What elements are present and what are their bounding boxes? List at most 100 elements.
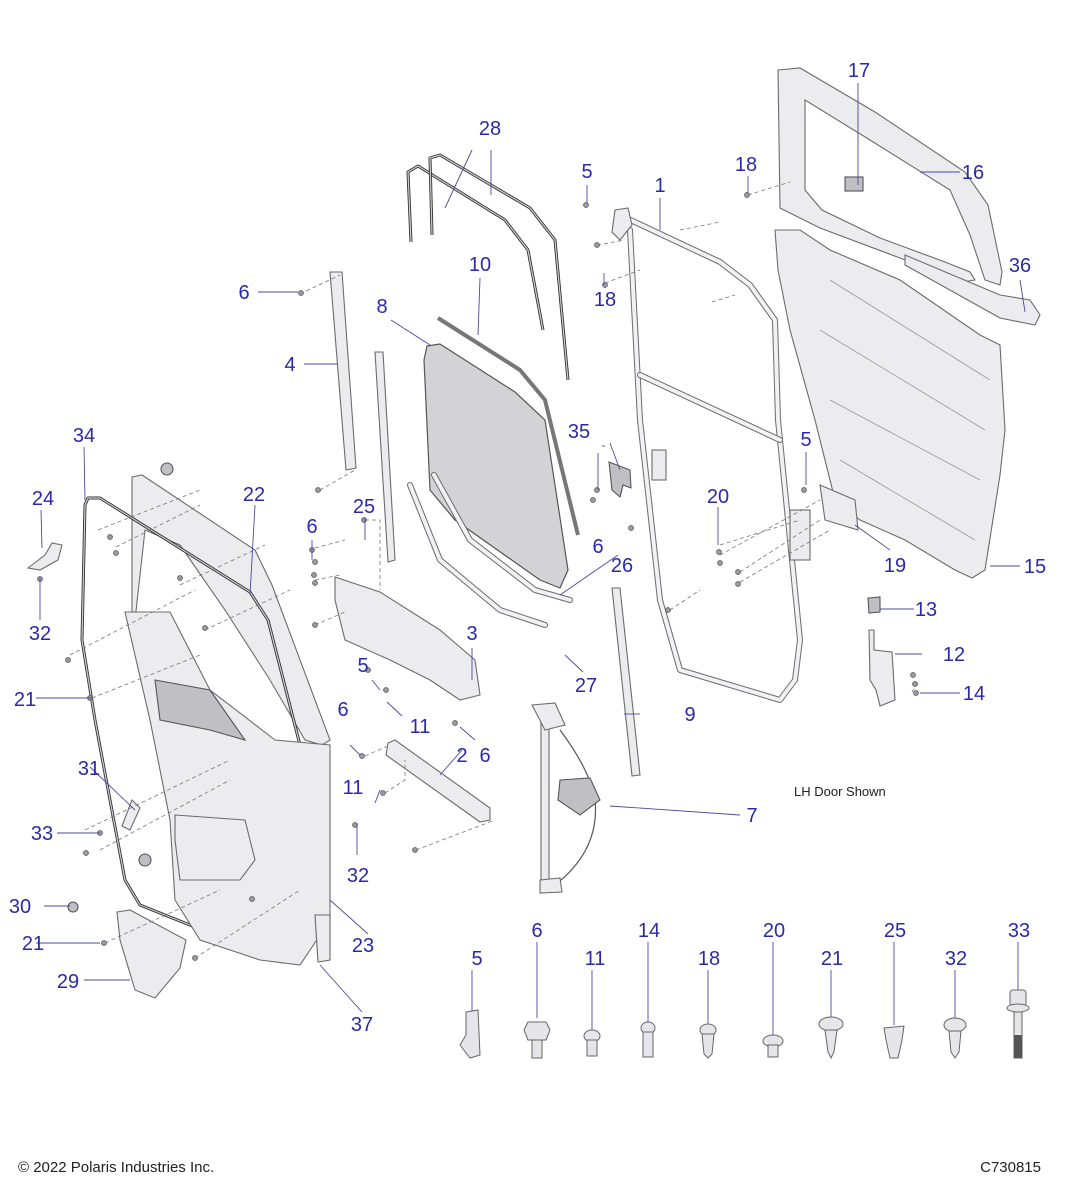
legend-label-33: 33 — [1008, 920, 1030, 942]
legend-icon-21-push-rivet — [818, 1016, 844, 1060]
callout-15: 15 — [1024, 556, 1046, 578]
part-36-trim-strip — [904, 254, 1041, 326]
part-15-door-inner-panel — [774, 229, 1006, 579]
legend-label-25: 25 — [884, 920, 906, 942]
callout-23: 23 — [352, 935, 374, 957]
callout-18-left: 18 — [594, 289, 616, 311]
callout-1: 1 — [654, 175, 665, 197]
part-28-window-seals — [406, 153, 570, 381]
part-2-lower-bracket — [385, 739, 491, 823]
legend-label-11: 11 — [585, 948, 606, 970]
part-15-ribs — [819, 279, 991, 541]
part-37-trim-strip — [314, 914, 331, 963]
callout-18-right: 18 — [735, 154, 757, 176]
callout-28: 28 — [479, 118, 501, 140]
callout-33: 33 — [31, 823, 53, 845]
callout-20: 20 — [707, 486, 729, 508]
callout-22: 22 — [243, 484, 265, 506]
part-10-run-channel — [436, 316, 580, 536]
callout-17: 17 — [848, 60, 870, 82]
callout-5-mid: 5 — [357, 655, 368, 677]
leader-lines — [36, 83, 1026, 1013]
callout-29: 29 — [57, 971, 79, 993]
part-22-window-frame — [131, 474, 331, 746]
callout-34: 34 — [73, 425, 95, 447]
part-7-window-regulator — [531, 702, 601, 894]
legend-label-5: 5 — [471, 948, 482, 970]
callout-14: 14 — [963, 683, 985, 705]
callout-21-upper: 21 — [14, 689, 36, 711]
callout-9: 9 — [684, 704, 695, 726]
legend-label-6: 6 — [531, 920, 542, 942]
callouts: 1 2 3 4 5 5 5 6 6 6 6 6 7 8 9 10 11 11 1… — [9, 60, 1046, 1036]
callout-32-mid: 32 — [347, 865, 369, 887]
part-17-clip — [844, 176, 864, 192]
part-23-trim-recess — [154, 679, 247, 741]
legend-label-14: 14 — [638, 920, 660, 942]
callout-6-d: 6 — [479, 745, 490, 767]
part-4-channel — [329, 271, 357, 471]
callout-35: 35 — [568, 421, 590, 443]
legend-icon-6-flange-bolt — [523, 1021, 551, 1059]
callout-21-lower: 21 — [22, 933, 44, 955]
part-12-latch-handle — [868, 629, 896, 707]
part-19-latch-assembly — [819, 484, 859, 531]
legend-label-18: 18 — [698, 948, 720, 970]
legend-icon-14-screw — [640, 1021, 656, 1058]
callout-10: 10 — [469, 254, 491, 276]
legend-icon-18-screw — [699, 1023, 717, 1059]
part-1-door-frame — [611, 207, 803, 703]
part-9-channel — [611, 587, 641, 777]
callout-6-b: 6 — [306, 516, 317, 538]
callout-37: 37 — [351, 1014, 373, 1036]
callout-6-a: 6 — [238, 282, 249, 304]
callout-27: 27 — [575, 675, 597, 697]
copyright-text: © 2022 Polaris Industries Inc. — [18, 1159, 215, 1176]
part-30-plug — [67, 901, 79, 913]
legend-icon-32-screw — [943, 1017, 967, 1059]
legend-icon-11-screw — [583, 1029, 601, 1057]
part-23-door-pocket — [174, 814, 256, 881]
part-29-storage-bin — [116, 909, 187, 999]
callout-31: 31 — [78, 758, 100, 780]
callout-11-mid: 11 — [410, 716, 431, 738]
legend-icon-25-clip — [883, 1025, 905, 1059]
part-13-striker-cover — [867, 596, 881, 614]
callout-5-top: 5 — [581, 161, 592, 183]
legend-label-21: 21 — [821, 948, 843, 970]
legend-label-32: 32 — [945, 948, 967, 970]
callout-30: 30 — [9, 896, 31, 918]
door-knob — [138, 853, 152, 867]
screws — [37, 192, 919, 961]
part-24-hook — [26, 542, 63, 571]
callout-3: 3 — [466, 623, 477, 645]
callout-32-left: 32 — [29, 623, 51, 645]
lh-door-shown-note: LH Door Shown — [794, 784, 886, 799]
part-19-latch-bracket — [789, 509, 811, 561]
legend-icon-20-screw — [762, 1034, 784, 1058]
callout-25: 25 — [353, 496, 375, 518]
legend-icon-33-bolt — [1006, 989, 1030, 1059]
callout-6-c: 6 — [337, 699, 348, 721]
callout-16: 16 — [962, 162, 984, 184]
drawing-id: C730815 — [980, 1159, 1041, 1176]
callout-6-e: 6 — [592, 536, 603, 558]
part-31-pull-handle — [121, 799, 141, 831]
callout-26: 26 — [611, 555, 633, 577]
part-35-bracket — [608, 461, 632, 499]
callout-19: 19 — [884, 555, 906, 577]
callout-13: 13 — [915, 599, 937, 621]
callout-4: 4 — [284, 354, 295, 376]
callout-5-right: 5 — [800, 429, 811, 451]
assembly-lines — [69, 181, 921, 959]
callout-2: 2 — [456, 745, 467, 767]
grommet — [160, 462, 174, 476]
legend-icon-5-u-nut — [459, 1009, 481, 1059]
callout-36: 36 — [1009, 255, 1031, 277]
legend-label-20: 20 — [763, 920, 785, 942]
part-8-window-glass — [423, 343, 569, 589]
callout-8: 8 — [376, 296, 387, 318]
callout-24: 24 — [32, 488, 54, 510]
callout-11-left: 11 — [343, 777, 364, 799]
